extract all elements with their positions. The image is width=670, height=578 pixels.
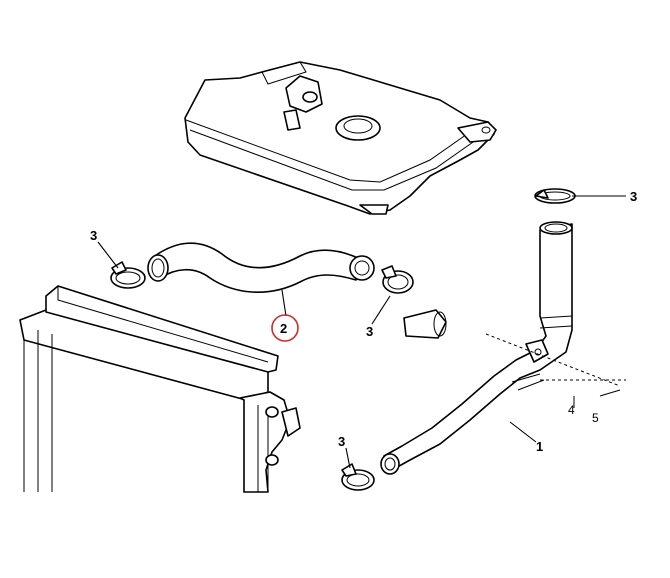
reference-5: 5: [592, 411, 599, 425]
clamp-upper-left: [110, 261, 146, 289]
expansion-tank: [184, 61, 497, 215]
callout-upper-hose: 2: [280, 321, 287, 336]
callout-labels: 3 2 3 3 3 1 4 5: [90, 189, 637, 454]
callout-clamp-bottom: 3: [338, 434, 345, 449]
hose-sleeve: [403, 309, 447, 339]
callout-lower-hose: 1: [536, 439, 543, 454]
clamp-bottom: [341, 463, 375, 491]
leader-lines: [97, 195, 626, 469]
callout-clamp-top-right: 3: [630, 189, 637, 204]
callout-clamp-upper-left: 3: [90, 228, 97, 243]
clamp-upper-right: [381, 265, 414, 294]
highlight-ring: [271, 314, 299, 342]
upper-hose: [147, 242, 375, 293]
reference-4: 4: [568, 403, 575, 417]
lower-hose: [380, 221, 573, 475]
callout-clamp-upper-right: 3: [366, 324, 373, 339]
radiator: [19, 285, 301, 493]
clamp-top-right: [534, 188, 576, 204]
